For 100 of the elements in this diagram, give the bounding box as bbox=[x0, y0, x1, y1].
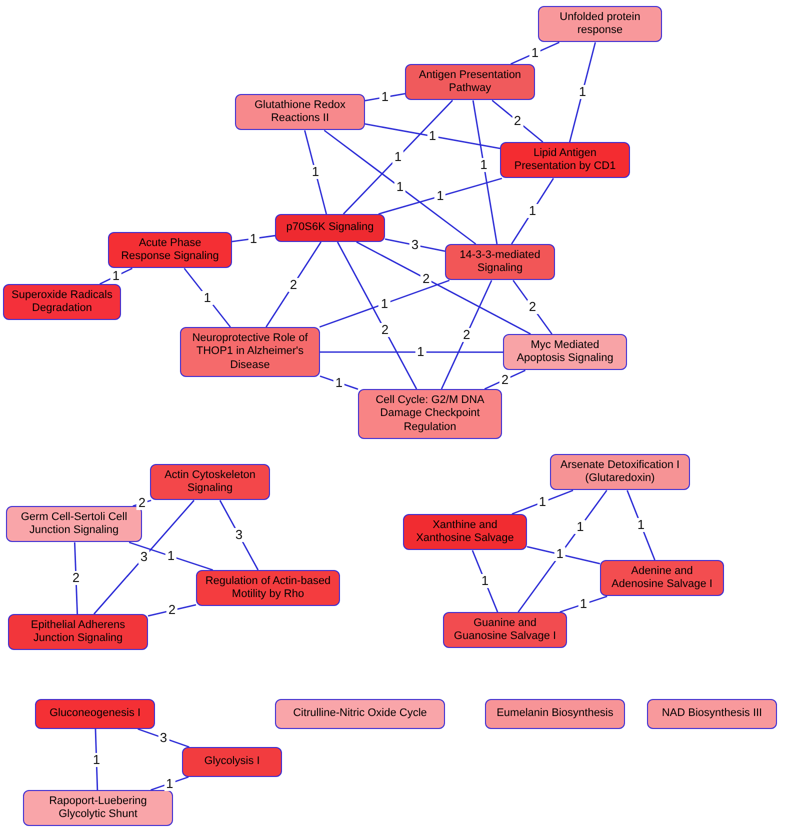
connector-line bbox=[510, 42, 560, 65]
pathway-node bbox=[405, 64, 535, 100]
connector-line bbox=[304, 130, 328, 214]
edge-label: 1 bbox=[576, 85, 588, 100]
node-label: Regulation of Actin-based Motility by Rho bbox=[204, 575, 332, 602]
node-label: Gluconeogenesis I bbox=[49, 707, 141, 721]
edge-label: 3 bbox=[409, 238, 421, 252]
node-label: Rapoport-Luebering Glycolytic Shunt bbox=[48, 795, 148, 822]
node-label: Superoxide Radicals Degradation bbox=[10, 289, 114, 316]
node-label: 14-3-3-mediated Signaling bbox=[458, 249, 542, 276]
edge-label: 1 bbox=[310, 165, 322, 180]
pathway-node bbox=[445, 244, 555, 280]
edge-label: 1 bbox=[164, 776, 176, 790]
pathway-node bbox=[108, 232, 232, 268]
node-label: Glutathione Redox Reactions II bbox=[253, 99, 347, 126]
connector-line bbox=[511, 178, 554, 244]
edge-label: 3 bbox=[233, 528, 245, 542]
connector-line bbox=[569, 42, 596, 142]
connector-line bbox=[320, 375, 358, 390]
edge-label: 1 bbox=[478, 158, 490, 172]
connector-line bbox=[364, 92, 406, 102]
node-label: Epithelial Adherens Junction Signaling bbox=[30, 619, 126, 646]
pathway-node bbox=[182, 747, 282, 777]
pathway-node bbox=[196, 570, 340, 606]
connector-line bbox=[356, 241, 531, 335]
edge-label: 1 bbox=[248, 232, 260, 246]
connector-line bbox=[342, 100, 454, 214]
edge-label: 2 bbox=[499, 372, 511, 387]
pathway-node bbox=[23, 790, 173, 826]
pathway-node bbox=[500, 142, 630, 178]
node-label: NAD Biosynthesis III bbox=[662, 707, 762, 721]
edge-label: 2 bbox=[512, 114, 524, 128]
node-label: Xanthine and Xanthosine Salvage bbox=[415, 519, 515, 546]
node-label: Adenine and Adenosine Salvage I bbox=[610, 565, 714, 592]
node-label: Antigen Presentation Pathway bbox=[418, 69, 522, 96]
connector-line bbox=[184, 268, 231, 328]
pathway-node bbox=[550, 454, 690, 490]
connector-line bbox=[93, 500, 195, 614]
pathway-node bbox=[647, 699, 777, 729]
node-label: Germ Cell-Sertoli Cell Junction Signaling bbox=[20, 511, 128, 538]
edge-label: 1 bbox=[635, 518, 647, 532]
connector-line bbox=[364, 123, 500, 150]
connector-line bbox=[319, 280, 450, 328]
node-label: Guanine and Guanosine Salvage I bbox=[452, 617, 558, 644]
pathway-node bbox=[35, 699, 155, 729]
node-label: Arsenate Detoxification I (Glutaredoxin) bbox=[559, 459, 681, 486]
edge-label: 2 bbox=[460, 328, 472, 342]
connector-line bbox=[512, 280, 552, 334]
node-label: p70S6K Signaling bbox=[286, 221, 374, 235]
edge-label: 1 bbox=[333, 376, 345, 390]
connector-line bbox=[320, 351, 503, 353]
connector-line bbox=[560, 596, 608, 613]
pathway-node bbox=[403, 514, 527, 550]
connector-line bbox=[150, 776, 189, 791]
connector-line bbox=[626, 490, 656, 560]
connector-line bbox=[336, 242, 418, 390]
edge-label: 2 bbox=[288, 278, 300, 292]
connector-line bbox=[74, 542, 78, 614]
pathway-node bbox=[503, 334, 627, 370]
edge-label: 1 bbox=[392, 150, 404, 164]
edge-label: 2 bbox=[526, 300, 538, 314]
node-label: Unfolded protein response bbox=[558, 11, 642, 38]
connector-line bbox=[526, 546, 600, 564]
pathway-node bbox=[180, 327, 320, 377]
node-label: Actin Cytoskeleton Signaling bbox=[163, 469, 257, 496]
connector-line bbox=[128, 542, 214, 571]
edge-label: 3 bbox=[158, 731, 170, 745]
edge-label: 1 bbox=[554, 547, 566, 562]
connector-line bbox=[378, 178, 502, 215]
connector-line bbox=[472, 100, 498, 244]
node-label: Acute Phase Response Signaling bbox=[120, 237, 220, 264]
pathway-node bbox=[538, 6, 662, 42]
connector-line bbox=[99, 268, 133, 285]
edge-label: 3 bbox=[138, 550, 150, 564]
pathway-node bbox=[3, 284, 121, 320]
edge-label: 2 bbox=[379, 323, 391, 338]
pathway-node bbox=[235, 94, 365, 130]
connector-line bbox=[138, 728, 190, 748]
edge-label: 2 bbox=[70, 571, 82, 586]
pathway-node bbox=[8, 614, 148, 650]
pathway-node bbox=[358, 389, 502, 439]
pathway-node bbox=[150, 464, 270, 500]
node-label: Neuroprotective Role of THOP1 in Alzheimer's Disease bbox=[191, 332, 309, 372]
pathway-node bbox=[485, 699, 625, 729]
edge-label: 1 bbox=[479, 574, 491, 588]
connector-line bbox=[512, 490, 574, 515]
connector-line bbox=[324, 130, 476, 245]
pathway-node bbox=[443, 612, 567, 648]
connector-line bbox=[492, 100, 544, 143]
connector-line bbox=[484, 370, 526, 390]
edge-label: 1 bbox=[378, 296, 390, 311]
connector-line bbox=[440, 280, 492, 390]
pathway-node bbox=[6, 506, 142, 542]
connector-line bbox=[384, 238, 446, 252]
node-label: Lipid Antigen Presentation by CD1 bbox=[513, 147, 617, 174]
node-label: Eumelanin Biosynthesis bbox=[496, 707, 614, 721]
pathway-node bbox=[600, 560, 724, 596]
node-label: Myc Mediated Apoptosis Signaling bbox=[516, 339, 614, 366]
edge-label: 2 bbox=[420, 272, 432, 286]
edge-label: 1 bbox=[526, 204, 538, 218]
